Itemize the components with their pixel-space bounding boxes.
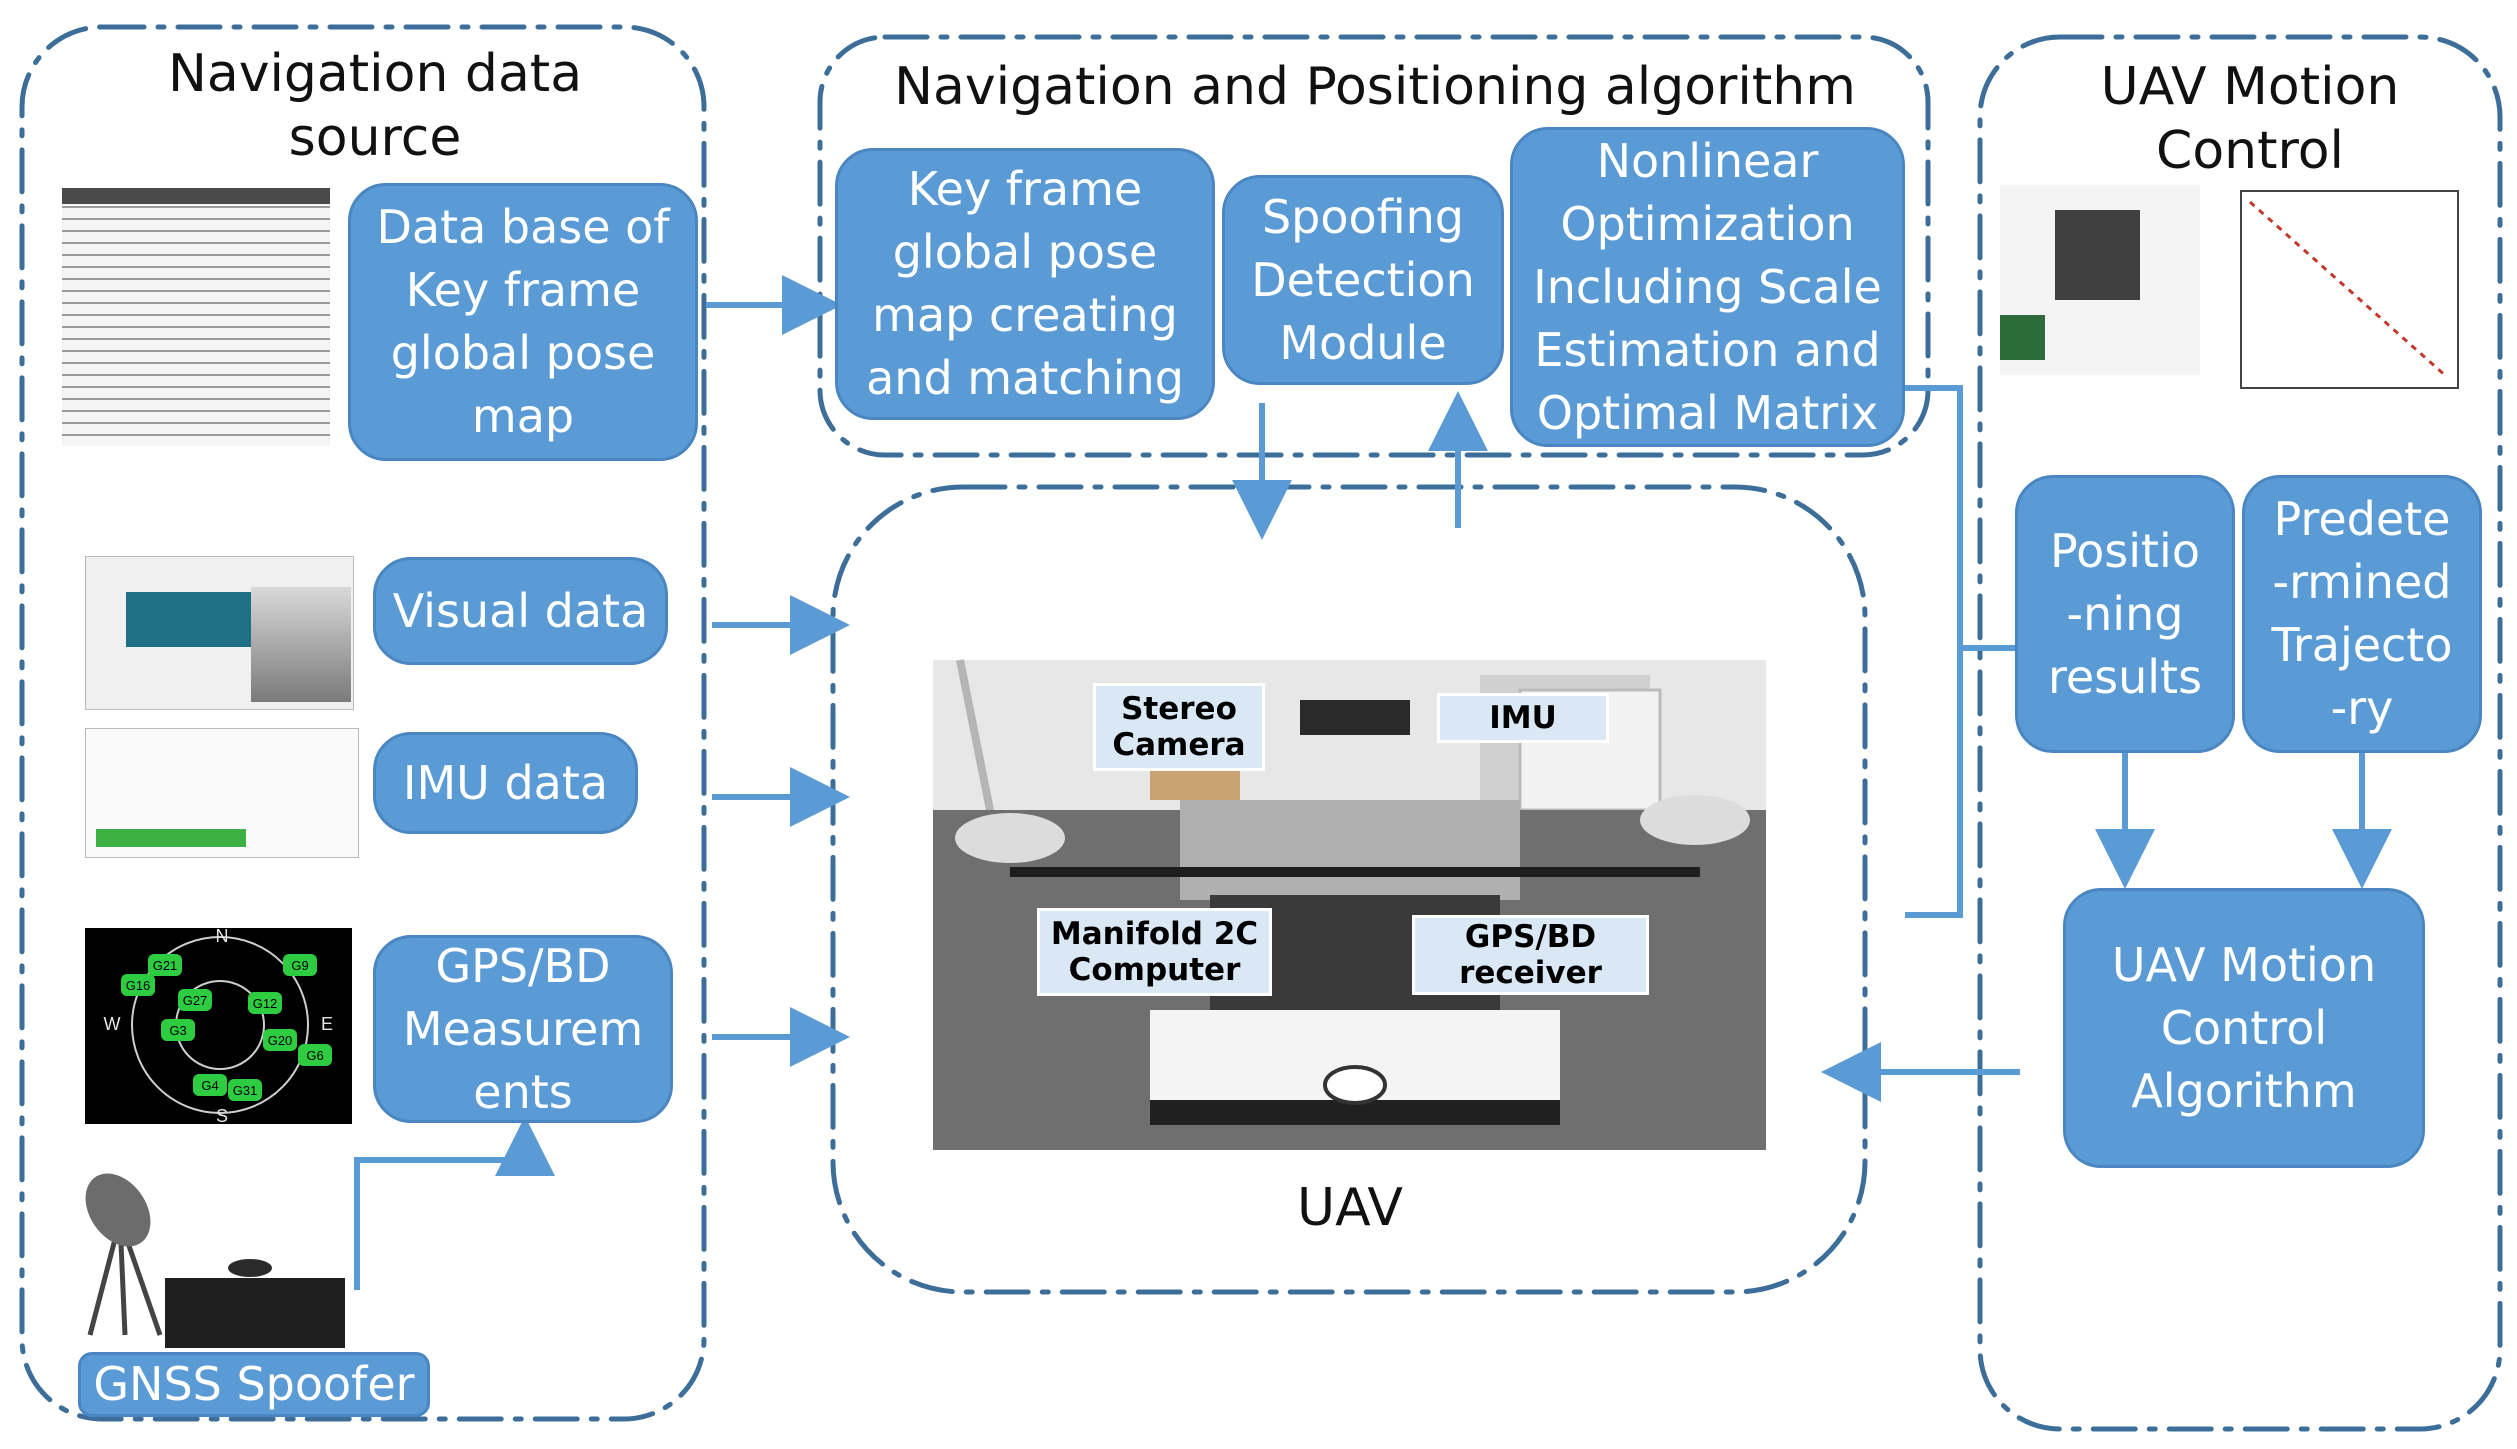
box-visual-data: Visual data: [373, 557, 668, 665]
motion-control-screenshot-left: [2000, 185, 2200, 375]
box-positioning-results: Positio -ning results: [2015, 475, 2235, 753]
box-spoofing-detection: Spoofing Detection Module: [1222, 175, 1504, 385]
gnss-spoofer-device: [85, 1173, 345, 1348]
tag-stereo-camera: Stereo Camera: [1093, 683, 1265, 771]
arrow-spoofer-to-gps: [354, 1116, 555, 1290]
satellite-g12: G12: [248, 992, 282, 1014]
frame-uav: [830, 484, 1868, 1295]
title-navigation-data-source: Navigation data source: [167, 44, 583, 168]
title-uav-motion-control: UAV Motion Control: [2100, 57, 2400, 181]
box-keyframe-database: Data base of Key frame global pose map: [348, 183, 698, 461]
svg-text:G9: G9: [291, 958, 308, 973]
compass-s: S: [216, 1106, 228, 1126]
svg-text:G27: G27: [183, 993, 208, 1008]
satellite-g21: G21: [148, 954, 182, 976]
satellite-g20: G20: [263, 1029, 297, 1051]
svg-text:G4: G4: [201, 1078, 218, 1093]
svg-text:G31: G31: [233, 1083, 258, 1098]
box-keyframe-pose-map: Key frame global pose map creating and m…: [835, 148, 1215, 420]
satellite-g6: G6: [298, 1044, 332, 1066]
title-uav: UAV: [1297, 1178, 1403, 1238]
satellite-g16: G16: [121, 974, 155, 996]
tag-imu: IMU: [1437, 693, 1609, 743]
keyframe-database-screenshot: [62, 188, 330, 446]
connector-optimization-to-positioning: [1905, 385, 1963, 918]
satellite-g31: G31: [228, 1079, 262, 1101]
box-gps-bd-measurements: GPS/BD Measurem ents: [373, 935, 673, 1123]
frame-navigation-positioning-algorithm: [817, 34, 1931, 458]
svg-text:G16: G16: [126, 978, 151, 993]
satellite-g3: G3: [161, 1019, 195, 1041]
box-imu-data: IMU data: [373, 732, 638, 834]
compass-n: N: [216, 926, 229, 946]
satellite-g4: G4: [193, 1074, 227, 1096]
title-navigation-positioning-algorithm: Navigation and Positioning algorithm: [894, 57, 1856, 117]
box-gnss-spoofer: GNSS Spoofer: [78, 1352, 430, 1417]
uav-photo: [933, 659, 1766, 1150]
box-motion-control-algorithm: UAV Motion Control Algorithm: [2063, 888, 2425, 1168]
frame-uav-motion-control: [1977, 34, 2503, 1432]
svg-text:G12: G12: [253, 996, 278, 1011]
trajectory-plot-thumbnail: [2240, 190, 2459, 389]
frame-navigation-data-source: [19, 24, 707, 1422]
imu-data-screenshot: [85, 728, 359, 858]
svg-text:G3: G3: [169, 1023, 186, 1038]
compass-w: W: [104, 1014, 121, 1034]
svg-text:G6: G6: [306, 1048, 323, 1063]
svg-text:G20: G20: [268, 1033, 293, 1048]
satellite-g9: G9: [283, 954, 317, 976]
tag-manifold-computer: Manifold 2C Computer: [1037, 908, 1272, 996]
svg-text:G21: G21: [153, 958, 178, 973]
compass-e: E: [321, 1014, 333, 1034]
box-predetermined-trajectory: Predete -rmined Trajecto -ry: [2242, 475, 2482, 753]
satellite-g27: G27: [178, 989, 212, 1011]
visual-data-screenshot: [85, 556, 354, 710]
tag-gps-bd-receiver: GPS/BD receiver: [1412, 915, 1649, 995]
box-nonlinear-optimization: Nonlinear Optimization Including Scale E…: [1510, 127, 1905, 447]
